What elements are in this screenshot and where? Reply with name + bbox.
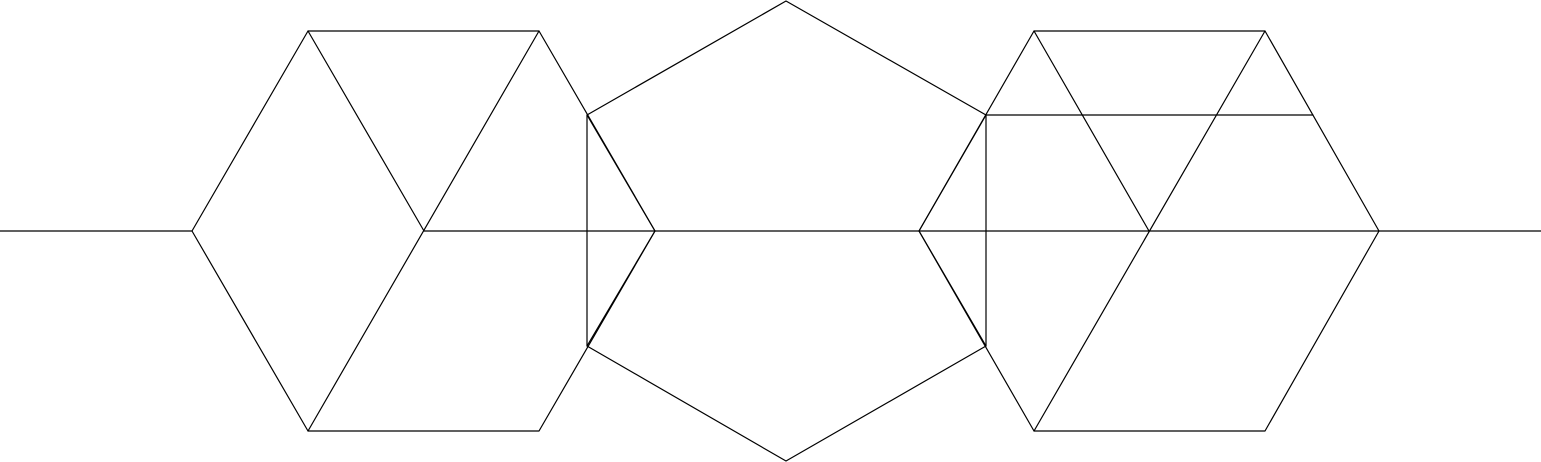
- left-hexagon-diagonal-upper: [307, 30, 425, 232]
- right-hexagon-diagonal-upper: [1033, 30, 1150, 232]
